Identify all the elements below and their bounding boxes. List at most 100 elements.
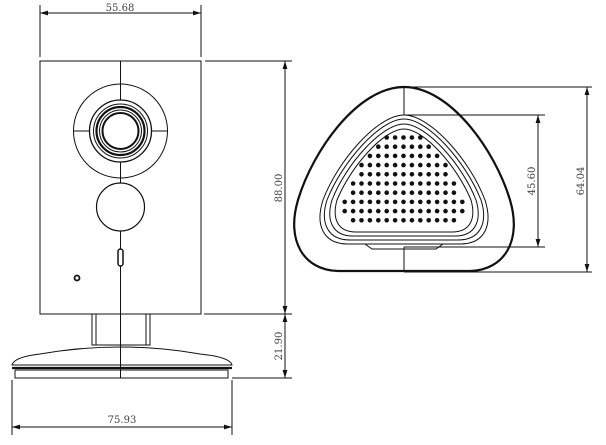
- grille-hole: [350, 208, 356, 214]
- grille-hole: [401, 208, 406, 214]
- grille-hole: [384, 144, 390, 149]
- grille-hole: [409, 144, 415, 149]
- grille-hole: [376, 153, 381, 159]
- grille-hole: [426, 144, 432, 149]
- grille-hole: [443, 208, 448, 214]
- grille-hole: [418, 144, 423, 149]
- grille-hole: [434, 181, 440, 186]
- grille-rim-1: [319, 114, 489, 245]
- grille-hole: [401, 190, 406, 195]
- grille-hole: [401, 144, 406, 149]
- grille-hole: [443, 181, 448, 186]
- grille-hole: [418, 172, 423, 177]
- front-view: [11, 60, 233, 379]
- grille-hole: [434, 190, 440, 195]
- grille-hole: [359, 181, 364, 186]
- grille-hole: [460, 199, 465, 205]
- grille-hole: [418, 199, 423, 205]
- dim-body-width: 55.68: [106, 3, 135, 14]
- grille-hole: [434, 199, 440, 205]
- grille-hole: [392, 190, 398, 195]
- grille-hole: [451, 208, 457, 214]
- grille-hole: [434, 218, 440, 223]
- grille-hole: [376, 162, 381, 168]
- grille-hole: [376, 181, 381, 186]
- grille-hole: [359, 208, 364, 214]
- grille-hole: [359, 190, 364, 195]
- grille-hole: [392, 135, 398, 140]
- grille-hole: [418, 190, 423, 195]
- grille-hole: [401, 218, 406, 223]
- grille-hole: [409, 199, 415, 205]
- grille-hole: [409, 162, 415, 168]
- lens-glass: [101, 112, 140, 150]
- stand-neck: [91, 313, 151, 346]
- grille-hole: [367, 172, 373, 177]
- grille-hole: [392, 153, 398, 159]
- grille-hole: [426, 208, 432, 214]
- grille-hole: [426, 172, 432, 177]
- grille-hole: [376, 218, 381, 223]
- grille-hole: [367, 190, 373, 195]
- grille-hole: [367, 208, 373, 214]
- dim-body-height: 88.00: [274, 174, 285, 203]
- grille-hole: [392, 162, 398, 168]
- grille-hole: [401, 162, 406, 168]
- grille-hole: [409, 172, 415, 177]
- grille-hole: [418, 162, 423, 168]
- status-led: [117, 248, 124, 267]
- grille-hole: [350, 190, 356, 195]
- grille-hole: [409, 181, 415, 186]
- grille-hole: [434, 172, 440, 177]
- grille-hole: [359, 218, 364, 223]
- grille-hole: [401, 172, 406, 177]
- grille-hole: [401, 199, 406, 205]
- grille-hole: [392, 144, 398, 149]
- grille-hole: [350, 218, 356, 223]
- grille-hole: [392, 181, 398, 186]
- grille-hole: [451, 190, 457, 195]
- grille-hole: [426, 153, 432, 159]
- grille-hole: [367, 181, 373, 186]
- grille-hole: [443, 199, 448, 205]
- top-dimensions: 45.60 64.04: [404, 86, 592, 273]
- dim-stand-height: 21.90: [274, 332, 285, 361]
- grille-hole: [376, 172, 381, 177]
- base-plate: [14, 369, 229, 379]
- grille-hole: [451, 199, 457, 205]
- grille-hole: [384, 162, 390, 168]
- grille-hole: [426, 218, 432, 223]
- microphone-hole: [73, 274, 81, 282]
- grille-hole: [409, 208, 415, 214]
- grille-hole: [384, 153, 390, 159]
- grille-hole: [443, 218, 448, 223]
- grille-hole: [367, 162, 373, 168]
- grille-hole: [392, 218, 398, 223]
- grille-hole: [426, 190, 432, 195]
- grille-hole: [359, 162, 364, 168]
- grille-inner: [334, 128, 474, 233]
- grille-hole: [392, 172, 398, 177]
- dim-base-width: 75.93: [108, 415, 137, 426]
- grille-hole: [460, 208, 465, 214]
- grille-hole: [384, 208, 390, 214]
- front-dimensions: 55.68 75.93 88.00 21.90: [11, 3, 292, 435]
- grille-hole: [359, 199, 364, 205]
- dim-top-depth: 64.04: [576, 167, 587, 196]
- grille-hole: [426, 181, 432, 186]
- grille-hole: [384, 172, 390, 177]
- grille-hole: [409, 190, 415, 195]
- grille-hole: [401, 181, 406, 186]
- grille-hole: [434, 208, 440, 214]
- grille-hole: [376, 190, 381, 195]
- grille-hole: [376, 144, 381, 149]
- grille-hole: [401, 153, 406, 159]
- grille-hole: [409, 218, 415, 223]
- grille-hole: [401, 135, 406, 140]
- grille-hole: [384, 218, 390, 223]
- grille-hole: [409, 153, 415, 159]
- grille-hole: [426, 199, 432, 205]
- grille-hole: [434, 153, 440, 159]
- dim-grille-height: 45.60: [527, 167, 538, 196]
- grille-hole: [443, 162, 448, 168]
